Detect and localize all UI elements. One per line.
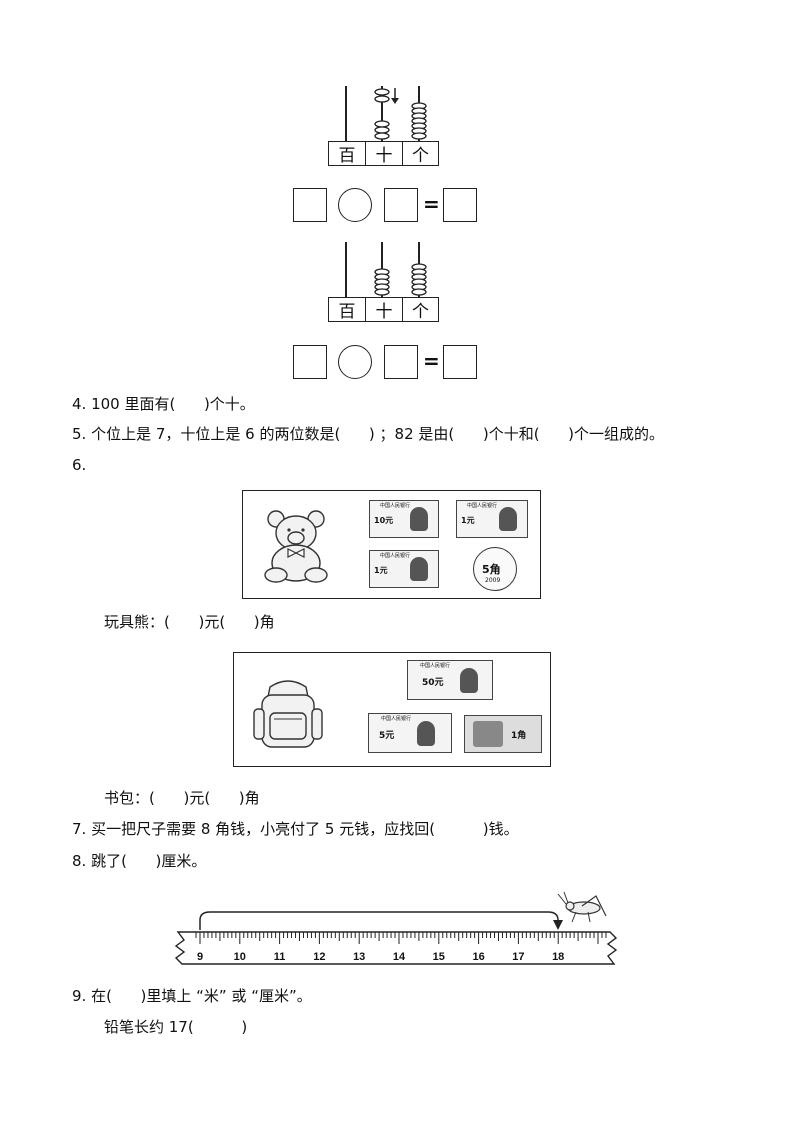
bear-answer: 玩具熊：( )元( )角	[104, 613, 275, 631]
equals-sign: =	[423, 192, 440, 216]
abacus-rod-tens	[381, 86, 383, 142]
portrait-icon	[410, 507, 428, 531]
abacus-beads-2	[374, 263, 427, 296]
ruler-tick-label: 13	[353, 951, 365, 963]
equals-sign: =	[423, 349, 440, 373]
ruler-tick-label: 9	[197, 951, 203, 963]
backpack-icon	[253, 680, 323, 748]
question-8: 8. 跳了( )厘米。	[72, 852, 207, 870]
abacus-label-tens: 十	[365, 297, 403, 322]
ruler-tick-label: 11	[274, 951, 286, 963]
portrait-icon	[460, 668, 478, 693]
grasshopper-icon	[557, 891, 607, 923]
answer-box[interactable]	[384, 345, 418, 379]
ruler-tick-label: 10	[234, 951, 246, 963]
jump-arrowhead	[553, 920, 563, 930]
answer-box[interactable]	[443, 188, 477, 222]
ruler-tick-label: 12	[313, 951, 325, 963]
answer-box[interactable]	[384, 188, 418, 222]
abacus-rod-hundreds	[345, 242, 347, 298]
coin-5-jiao: 5角 2009	[473, 547, 517, 591]
teddy-bear-icon	[264, 510, 328, 583]
banknote-5-yuan: 中国人民银行 5元	[368, 713, 452, 753]
pencil-answer: 铅笔长约 17( )	[104, 1018, 248, 1036]
banknote-10-yuan: 中国人民银行 10元	[369, 500, 439, 538]
bear-price-frame: 中国人民银行 10元 中国人民银行 1元 中国人民银行 1元 5角 2009	[242, 490, 541, 599]
abacus-label-hundreds: 百	[328, 141, 366, 166]
ruler-tick-label: 15	[433, 951, 445, 963]
portrait-icon	[417, 721, 435, 746]
ruler-tick-label: 17	[512, 951, 524, 963]
abacus-label-ones: 个	[402, 297, 439, 322]
abacus-label-tens: 十	[365, 141, 403, 166]
banknote-1-jiao: 1角	[464, 715, 542, 753]
ruler: 9 10 11 12 13 14 15 16 17 18	[174, 891, 618, 965]
question-6: 6.	[72, 456, 87, 474]
question-5: 5. 个位上是 7，十位上是 6 的两位数是( ) ；82 是由( )个十和( …	[72, 425, 665, 443]
question-4: 4. 100 里面有( )个十。	[72, 395, 255, 413]
banknote-50-yuan: 中国人民银行 50元	[407, 660, 493, 700]
abacus-label-hundreds: 百	[328, 297, 366, 322]
ruler-tick-label: 18	[552, 951, 564, 963]
abacus-rod-hundreds	[345, 86, 347, 142]
answer-box[interactable]	[293, 188, 327, 222]
jump-arrow	[199, 911, 559, 930]
operator-circle[interactable]	[338, 345, 372, 379]
portrait-icon	[499, 507, 517, 531]
banknote-1-yuan: 中国人民银行 1元	[369, 550, 439, 588]
banknote-1-yuan: 中国人民银行 1元	[456, 500, 528, 538]
bag-answer: 书包：( )元( )角	[104, 789, 260, 807]
answer-box[interactable]	[293, 345, 327, 379]
ruler-tick-label: 16	[472, 951, 484, 963]
bag-price-frame: 中国人民银行 50元 中国人民银行 5元 1角	[233, 652, 551, 767]
operator-circle[interactable]	[338, 188, 372, 222]
question-9: 9. 在( )里填上 “米” 或 “厘米”。	[72, 987, 312, 1005]
figures-icon	[473, 721, 503, 747]
abacus-label-ones: 个	[402, 141, 439, 166]
question-7: 7. 买一把尺子需要 8 角钱，小亮付了 5 元钱，应找回( )钱。	[72, 820, 519, 838]
abacus-beads-1	[374, 88, 427, 140]
portrait-icon	[410, 557, 428, 581]
ruler-tick-label: 14	[393, 951, 406, 963]
answer-box[interactable]	[443, 345, 477, 379]
